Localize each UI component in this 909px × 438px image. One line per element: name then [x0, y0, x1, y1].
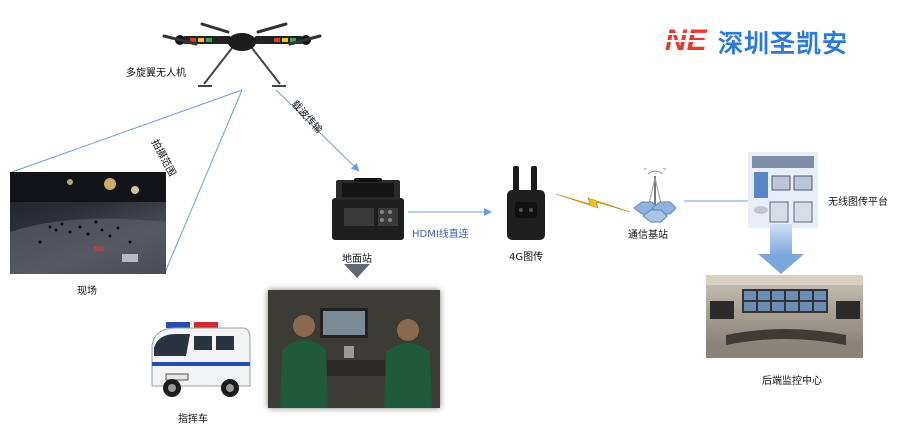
- range-line-right: [165, 89, 243, 271]
- transmitter-icon: [507, 166, 545, 240]
- base-station-device: [626, 168, 684, 224]
- drone-illustration: [162, 14, 322, 94]
- transmitter-4g-label: 4G图传: [509, 252, 544, 263]
- command-vehicle-label: 指挥车: [178, 414, 208, 425]
- platform-servers: [748, 152, 818, 228]
- down-arrow-icon: [344, 264, 370, 278]
- carrier-arrow: [275, 89, 360, 172]
- command-vehicle: [146, 316, 252, 400]
- server-rack-icon: [748, 152, 818, 228]
- monitor-center-label: 后端监控中心: [762, 376, 822, 387]
- hdmi-label: HDMI线直连: [412, 229, 469, 240]
- brand-name: 深圳圣凯安: [718, 29, 849, 58]
- ground-station-label: 地面站: [342, 254, 372, 265]
- vehicle-icon: [151, 322, 251, 397]
- drone-icon: [162, 22, 322, 87]
- wireless-signal-icon: [556, 193, 630, 213]
- ground-station-icon: [332, 178, 404, 240]
- brand-logo: NE 深圳圣凯安: [664, 22, 889, 58]
- base-station-icon: [633, 168, 677, 223]
- ne-logo-icon: NE: [665, 24, 714, 56]
- drone-label: 多旋翼无人机: [126, 68, 186, 79]
- scene-label: 现场: [77, 286, 97, 297]
- ground-station-device: [330, 178, 406, 242]
- base-station-label: 通信基站: [628, 230, 668, 241]
- platform-down-arrow-icon: [758, 224, 804, 274]
- command-vehicle-interior-photo: [268, 290, 440, 408]
- monitor-center-photo: [706, 275, 863, 358]
- scene-photo: [10, 172, 166, 274]
- platform-label: 无线图传平台: [828, 197, 888, 208]
- range-line-left: [11, 89, 243, 173]
- transmitter-4g-device: [505, 166, 547, 242]
